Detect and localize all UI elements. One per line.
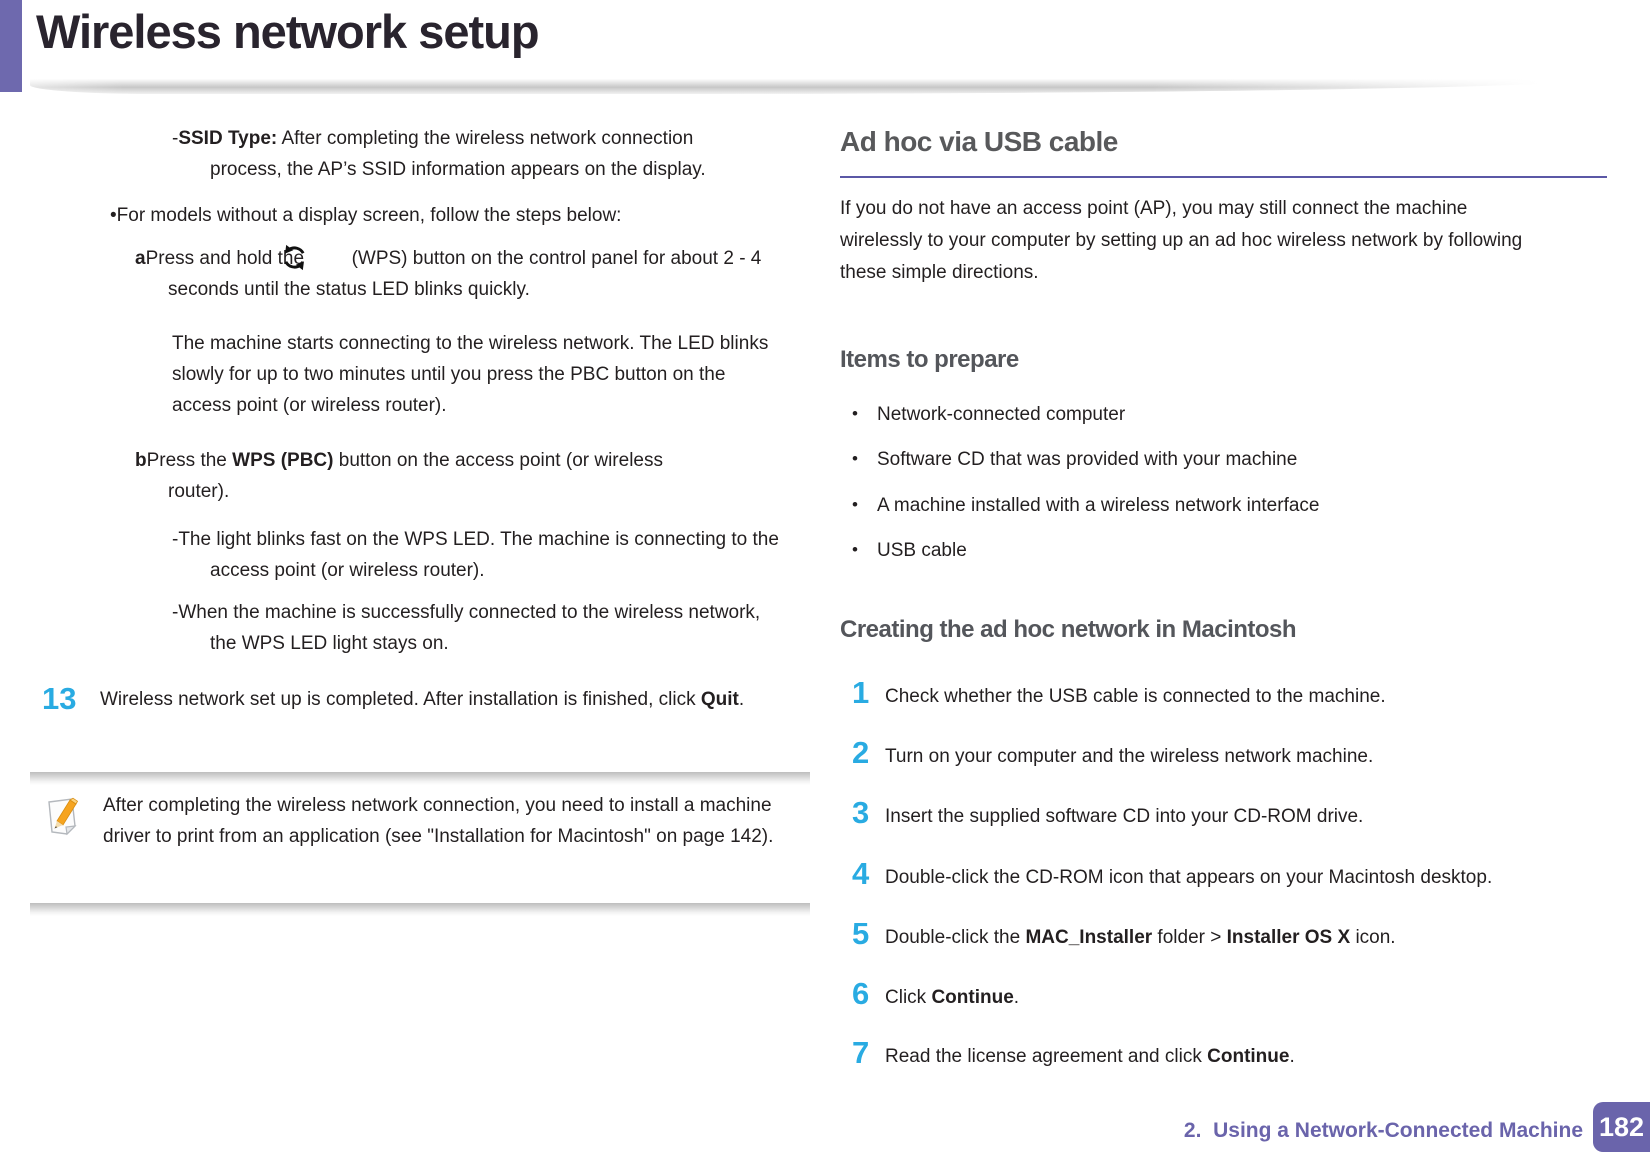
wps-icon (284, 244, 341, 271)
step-13-pre: Wireless network set up is completed. Af… (100, 689, 701, 710)
step-number: 3 (852, 795, 870, 830)
list-item-text: A machine installed with a wireless netw… (877, 495, 1320, 516)
step-a-detail-paragraph: The machine starts connecting to the wir… (172, 333, 769, 416)
step-text: Read the license agreement and click Con… (885, 1046, 1295, 1067)
step-b-paragraph: bPress the WPS (PBC) button on the acces… (135, 445, 723, 507)
bullet-icon: • (852, 540, 858, 559)
ssid-type-paragraph: -SSID Type: After completing the wireles… (172, 123, 769, 185)
page-title: Wireless network setup (36, 5, 540, 58)
ssid-type-label: SSID Type: (178, 128, 278, 149)
step-b-letter: b (135, 450, 147, 471)
items-to-prepare-heading: Items to prepare (840, 346, 1019, 373)
creating-adhoc-heading: Creating the ad hoc network in Macintosh (840, 616, 1297, 643)
step-number: 7 (852, 1035, 870, 1070)
step-number: 2 (852, 735, 870, 770)
list-item-text: Network-connected computer (877, 404, 1126, 425)
adhoc-intro-paragraph: If you do not have an access point (AP),… (840, 198, 1523, 283)
models-without-display-text: For models without a display screen, fol… (116, 205, 622, 226)
numbered-step: 2 Turn on your computer and the wireless… (852, 737, 1612, 772)
bullet-icon: • (852, 404, 858, 423)
step-a-pre: Press and hold the (145, 248, 310, 269)
list-item-text: USB cable (877, 540, 967, 561)
page-number: 182 (1598, 1111, 1645, 1142)
step-text: Turn on your computer and the wireless n… (885, 746, 1374, 767)
section-heading-rule (840, 176, 1607, 178)
list-item-text: Software CD that was provided with your … (877, 449, 1298, 470)
footer-chapter-title: 2. Using a Network-Connected Machine (1183, 1119, 1583, 1142)
list-item: • USB cable (852, 534, 1592, 566)
step-b-post: button on the access point (or wireless … (168, 450, 663, 502)
numbered-step: 1 Check whether the USB cable is connect… (852, 677, 1612, 712)
section-heading-adhoc: Ad hoc via USB cable (840, 126, 1118, 157)
ssid-dash: - (172, 128, 179, 149)
step-number: 4 (852, 856, 870, 891)
bullet-icon: • (852, 495, 858, 514)
models-without-display-paragraph: •For models without a display screen, fo… (110, 200, 775, 231)
page-number-badge: 182 (1593, 1102, 1650, 1152)
ssid-type-text: After completing the wireless network co… (210, 128, 706, 180)
bullet-glyph: • (110, 205, 117, 226)
pencil-note-icon (46, 795, 80, 838)
bullet-icon: • (852, 449, 858, 468)
note-text: After completing the wireless network co… (103, 795, 774, 847)
numbered-step: 7 Read the license agreement and click C… (852, 1037, 1612, 1072)
numbered-step: 6 Click Continue. (852, 978, 1612, 1013)
list-item: • Software CD that was provided with your… (852, 443, 1592, 475)
step-text: Check whether the USB cable is connected… (885, 686, 1386, 707)
note-box-top-border (30, 772, 810, 785)
note-box-bottom-border (30, 903, 810, 916)
step-text: Click Continue. (885, 987, 1020, 1008)
accent-bar (0, 0, 22, 92)
step-b-bold: WPS (PBC) (232, 450, 334, 471)
step-text: Double-click the CD-ROM icon that appear… (885, 867, 1493, 888)
step-13-paragraph: Wireless network set up is completed. Af… (100, 684, 788, 715)
numbered-step: 4 Double-click the CD-ROM icon that appe… (852, 858, 1612, 893)
wps-led-fast-paragraph: -The light blinks fast on the WPS LED. T… (172, 529, 779, 581)
step-number: 5 (852, 916, 870, 951)
numbered-step: 3 Insert the supplied software CD into y… (852, 797, 1612, 832)
title-divider (30, 79, 1587, 94)
step-b-pre: Press the (146, 450, 233, 471)
list-item: • A machine installed with a wireless net… (852, 489, 1592, 521)
note-box: After completing the wireless network co… (30, 772, 810, 916)
step-text: Insert the supplied software CD into you… (885, 806, 1364, 827)
step-number: 1 (852, 675, 870, 710)
wps-led-on-paragraph: -When the machine is successfully connec… (172, 602, 761, 654)
step-number: 6 (852, 976, 870, 1011)
step-13-number: 13 (42, 681, 77, 716)
list-item: • Network-connected computer (852, 398, 1592, 430)
step-text: Double-click the MAC_Installer folder > … (885, 927, 1396, 948)
numbered-step: 5 Double-click the MAC_Installer folder … (852, 918, 1612, 953)
step-a-post: (WPS) button on the control panel for ab… (168, 248, 762, 300)
step-a-paragraph: aPress and hold the (WPS) button on the … (135, 243, 790, 305)
step-a-letter: a (135, 248, 146, 269)
step-13-bold: Quit (700, 689, 739, 710)
step-13-post: . (738, 689, 745, 710)
